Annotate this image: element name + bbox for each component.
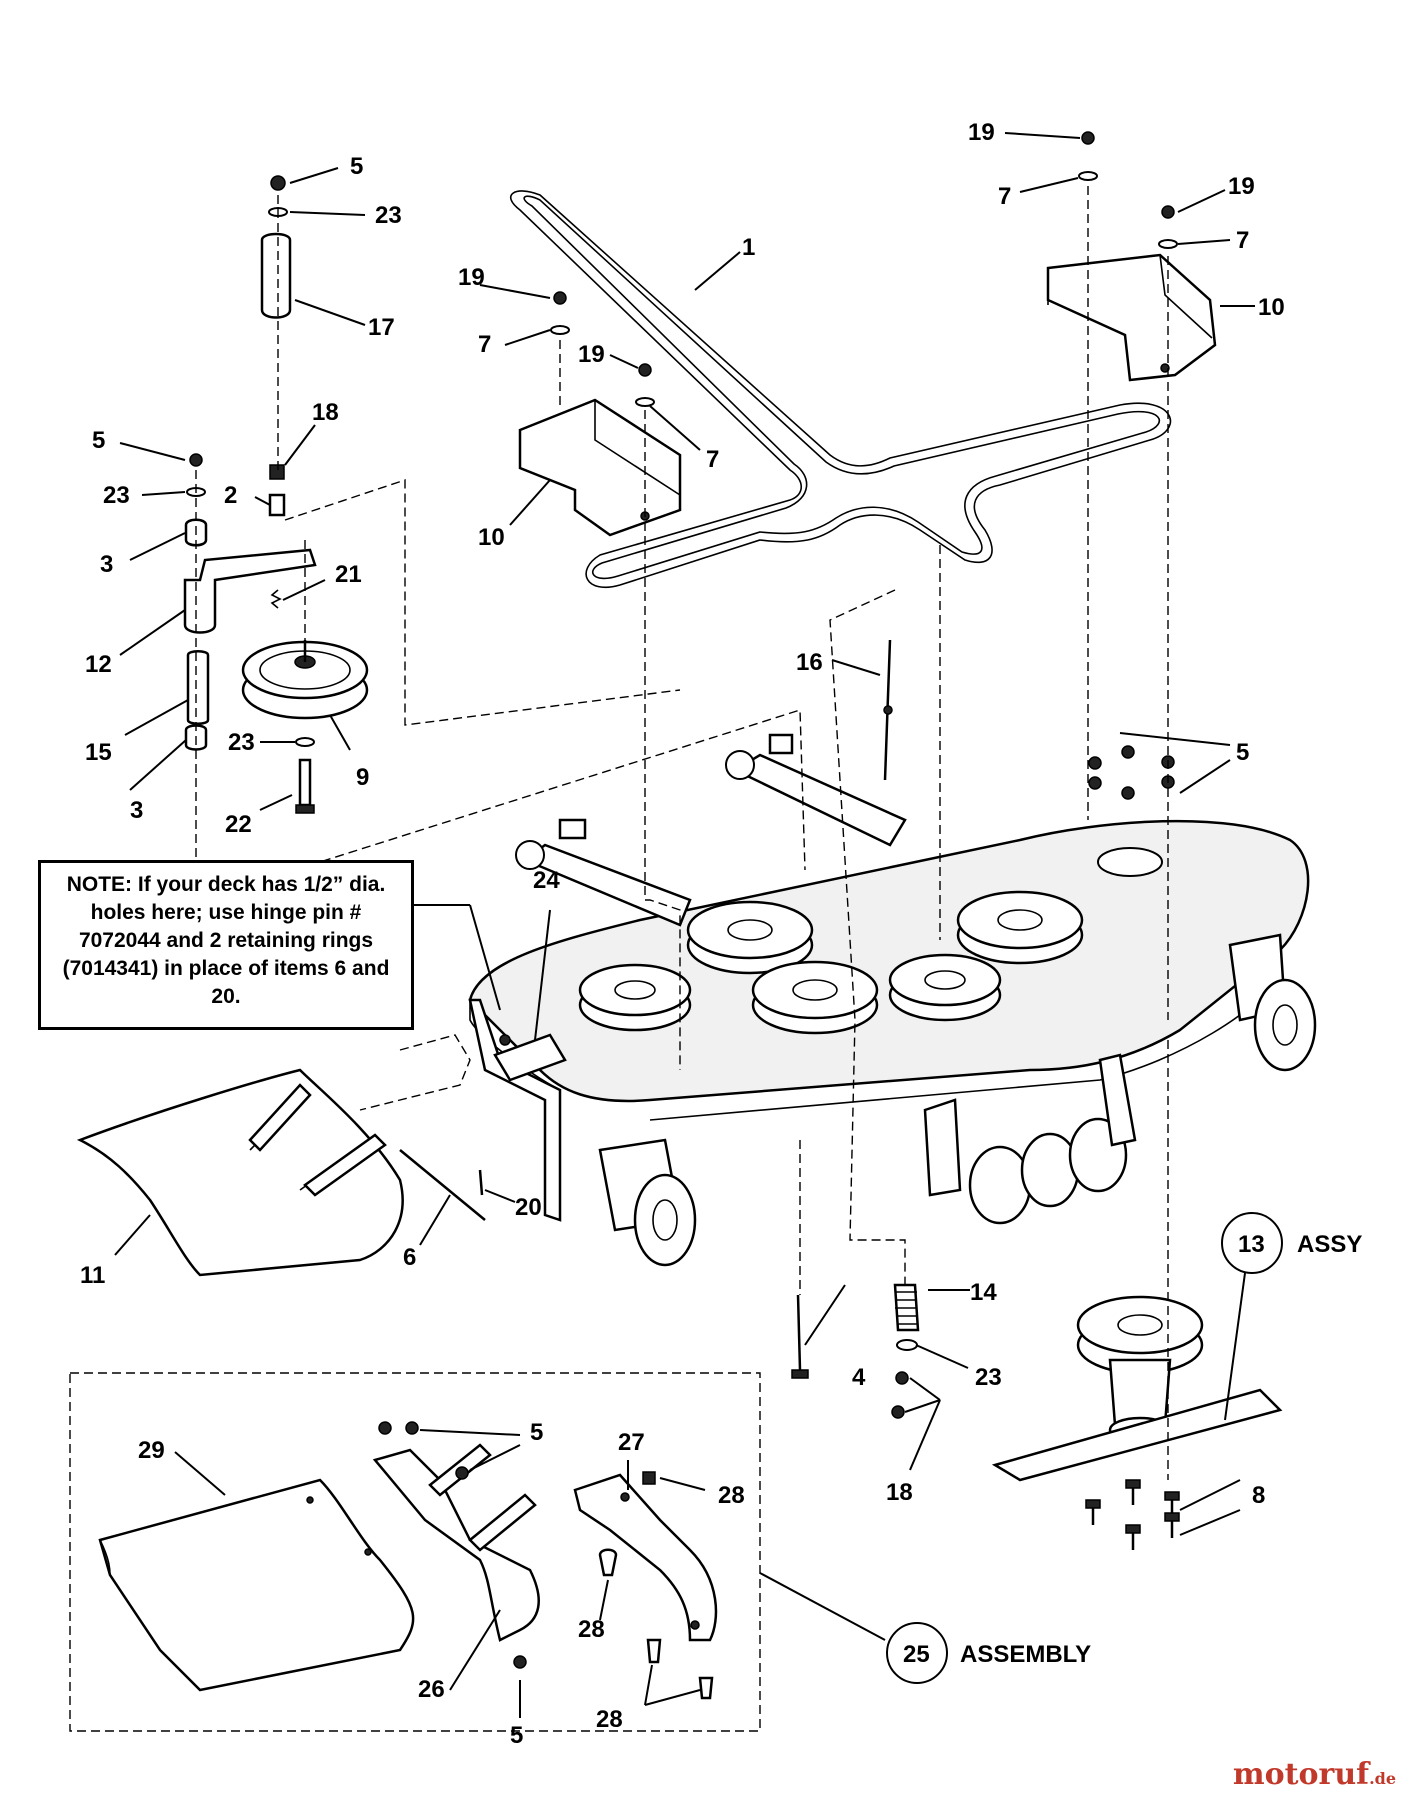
spring-rod [883, 639, 893, 781]
deck-access-plate [1097, 847, 1163, 877]
callout-mulch-assy-label: ASSEMBLY [960, 1641, 1091, 1668]
assembly-dashed-lines [193, 186, 1169, 1480]
callout-washer-7-right: 7 [1236, 227, 1249, 254]
belt-shield-right [1046, 253, 1217, 382]
callout-bushing: 2 [224, 482, 237, 509]
callout-belt: 1 [742, 234, 755, 261]
callout-nut-18-top: 18 [312, 399, 339, 426]
callout-screw-19-left: 19 [458, 264, 485, 291]
callout-sleeve: 15 [85, 739, 112, 766]
callout-screw-28-a: 28 [718, 1482, 745, 1509]
callout-nut-arm: 5 [92, 427, 105, 454]
deck-pulley-left [578, 963, 692, 1032]
callout-washer-pulley: 23 [228, 729, 255, 756]
discharge-chute [76, 1068, 404, 1277]
note-label: NOTE: [66, 873, 133, 896]
assy-13-circle [1221, 1212, 1283, 1274]
drive-belt [509, 190, 1172, 588]
callout-hinge-pin: 6 [403, 1244, 416, 1271]
callout-spindle-assy-num: 13 [1238, 1231, 1265, 1258]
callout-screw-19-right: 19 [1228, 173, 1255, 200]
note-text: If your deck has 1/2” dia. holes here; u… [62, 873, 390, 1008]
callout-retaining-ring: 20 [515, 1194, 542, 1221]
callout-screw-28-c: 28 [596, 1706, 623, 1733]
mower-deck [468, 733, 1310, 1121]
spindle-assembly [991, 1295, 1283, 1550]
callout-nut-chute-bottom: 5 [510, 1722, 523, 1749]
callout-screw-28-b: 28 [578, 1616, 605, 1643]
deck-pulley-right-back [956, 890, 1084, 965]
callout-washer-7-left: 7 [478, 331, 491, 358]
callout-idler-arm: 12 [85, 651, 112, 678]
callout-shield-left: 10 [478, 524, 505, 551]
deck-rollers [923, 1053, 1137, 1225]
callout-spring-21: 21 [335, 561, 362, 588]
callout-spacer-bottom: 3 [130, 797, 143, 824]
callout-spacer-top: 3 [100, 551, 113, 578]
callout-blade-bolts: 8 [1252, 1482, 1265, 1509]
callout-spindle-assy-label: ASSY [1297, 1231, 1362, 1258]
callout-spring-14: 14 [970, 1279, 997, 1306]
assy-25-circle [886, 1622, 948, 1684]
belt-shield-left [518, 398, 682, 537]
mulch-kit-group [69, 1372, 761, 1732]
watermark-tld: .de [1369, 1769, 1396, 1788]
callout-washer-7-left-b: 7 [706, 446, 719, 473]
retaining-ring [478, 1169, 484, 1196]
idler-arm-assembly [183, 175, 369, 814]
shield-hardware [550, 131, 1178, 407]
callout-mulch-plate: 29 [138, 1437, 165, 1464]
callout-nut-18-bottom: 18 [886, 1479, 913, 1506]
deck-nuts-cluster [1088, 745, 1175, 800]
callout-idler-pulley: 9 [356, 764, 369, 791]
callout-spring-rod: 16 [796, 649, 823, 676]
leader-lines [114, 132, 1255, 1718]
callout-screw-19-left-b: 19 [578, 341, 605, 368]
watermark-logo: motoruf.de [1233, 1757, 1396, 1792]
gauge-wheel-right [1228, 933, 1317, 1072]
callout-bracket-27: 27 [618, 1429, 645, 1456]
callout-washer-spring: 23 [975, 1364, 1002, 1391]
hinge-pin [399, 1149, 486, 1221]
callout-mulch-assy-num: 25 [903, 1641, 930, 1668]
deck-pulley-right-front [888, 953, 1002, 1022]
callout-washer-arm: 23 [103, 482, 130, 509]
callout-discharge-chute: 11 [80, 1262, 105, 1289]
chute-hinge-bracket [468, 998, 567, 1222]
callout-chute-hinge: 24 [533, 867, 560, 894]
callout-nuts-chute-bracket: 5 [530, 1419, 543, 1446]
callout-bracket-26: 26 [418, 1676, 445, 1703]
callout-screw-19-right-top: 19 [968, 119, 995, 146]
gauge-wheel-left [598, 1138, 697, 1267]
callout-bolt-22: 22 [225, 811, 252, 838]
callout-shield-right: 10 [1258, 294, 1285, 321]
callout-labels: 5 23 17 18 2 5 23 3 21 12 15 3 23 9 22 1… [80, 119, 1362, 1749]
callout-nut-top: 5 [350, 153, 363, 180]
callout-washer-7-right-top: 7 [998, 183, 1011, 210]
callout-bolt-4: 4 [852, 1364, 866, 1391]
hinge-pin-note: NOTE: If your deck has 1/2” dia. holes h… [38, 860, 414, 1030]
watermark-brand: motoruf [1232, 1757, 1370, 1792]
callout-cover-tube: 17 [368, 314, 395, 341]
callout-nuts-deck: 5 [1236, 739, 1249, 766]
callout-washer-top: 23 [375, 202, 402, 229]
deck-pulley-center-back [686, 900, 814, 975]
spring-hardware [791, 1283, 920, 1419]
deck-pulley-center-front [751, 960, 879, 1035]
